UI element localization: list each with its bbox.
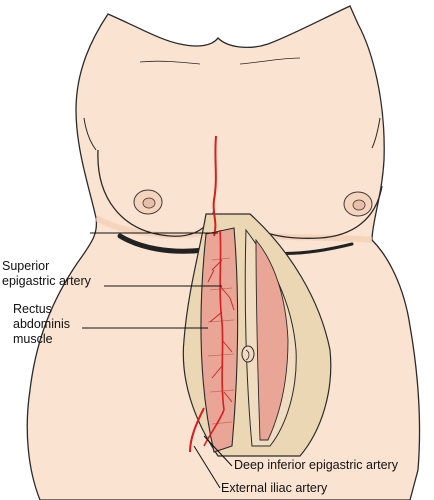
midline-vessel <box>212 135 217 237</box>
external-iliac-artery-label: External iliac artery <box>221 481 328 495</box>
right-arm-crease <box>371 117 381 149</box>
external-iliac-leader <box>193 445 221 489</box>
superior-epigastric-label-line-1: Superior <box>2 259 50 273</box>
right-nipple-icon <box>343 191 373 217</box>
rectus-abdominis-muscle-label: Rectus abdominis muscle <box>13 302 70 347</box>
superior-epigastric-artery-label: Superior epigastric artery <box>2 259 91 289</box>
external-iliac-artery <box>189 407 205 453</box>
deep-inferior-epigastric-artery <box>203 409 225 447</box>
waist-band-left <box>117 233 207 254</box>
umbilicus-icon <box>241 345 255 363</box>
rectus-abdominis-muscle <box>200 227 239 453</box>
left-nipple-icon <box>133 189 163 215</box>
rectus-label-line-3: muscle <box>13 332 53 346</box>
deep-inferior-epigastric-artery-label: Deep inferior epigastric artery <box>234 458 398 472</box>
clavicle-left <box>139 60 201 65</box>
right-rectus-muscle <box>255 238 289 441</box>
deep-inferior-leader <box>203 435 233 467</box>
superior-epigastric-label-line-2: epigastric artery <box>2 274 91 288</box>
clavicle-right <box>239 57 301 65</box>
rectus-label-line-2: abdominis <box>13 317 70 331</box>
epigastric-branches <box>207 259 235 403</box>
superior-epigastric-artery <box>219 229 225 411</box>
rectus-label-line-1: Rectus <box>13 302 52 316</box>
left-arm-crease <box>83 117 97 151</box>
